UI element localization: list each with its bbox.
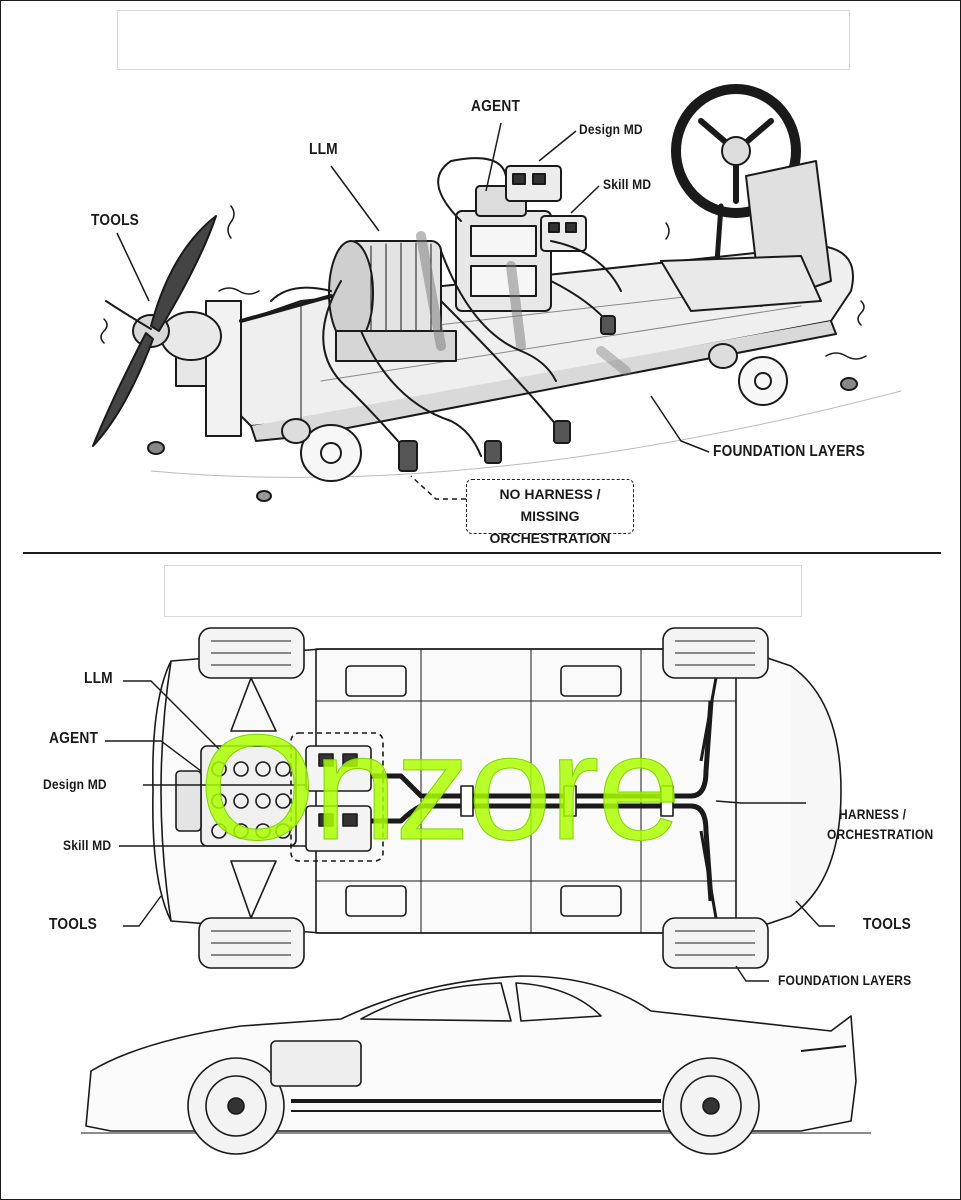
label-tools-top: TOOLS <box>91 212 140 229</box>
panel-divider <box>23 552 941 554</box>
watermark-logo: Onzore <box>199 703 682 872</box>
label-harness-line2: ORCHESTRATION <box>827 826 934 842</box>
label-tools-bottom-right: TOOLS <box>863 916 912 933</box>
no-harness-callout: NO HARNESS / MISSING ORCHESTRATION <box>466 479 634 546</box>
label-skill-md-top: Skill MD <box>603 176 652 192</box>
label-harness-line1: HARNESS / <box>839 806 907 822</box>
wiring-harness <box>371 700 714 799</box>
label-design-md-bottom: Design MD <box>43 776 107 792</box>
callout-line2: MISSING ORCHESTRATION <box>489 508 611 546</box>
callout-line1: NO HARNESS / <box>499 486 601 502</box>
label-foundation-layers-bottom: FOUNDATION LAYERS <box>778 972 912 988</box>
top-title-box <box>117 10 850 70</box>
bottom-title-box <box>164 565 802 617</box>
label-design-md-top: Design MD <box>579 121 643 137</box>
label-tools-bottom-left: TOOLS <box>49 916 98 933</box>
label-llm-bottom: LLM <box>84 670 113 687</box>
label-agent-bottom: AGENT <box>49 730 99 747</box>
label-llm-top: LLM <box>309 141 338 158</box>
propeller <box>150 215 217 332</box>
label-foundation-layers-top: FOUNDATION LAYERS <box>713 443 866 460</box>
top-makeshift-vehicle-illustration <box>92 84 902 502</box>
label-agent-top: AGENT <box>471 98 521 115</box>
label-skill-md-bottom: Skill MD <box>63 837 112 853</box>
